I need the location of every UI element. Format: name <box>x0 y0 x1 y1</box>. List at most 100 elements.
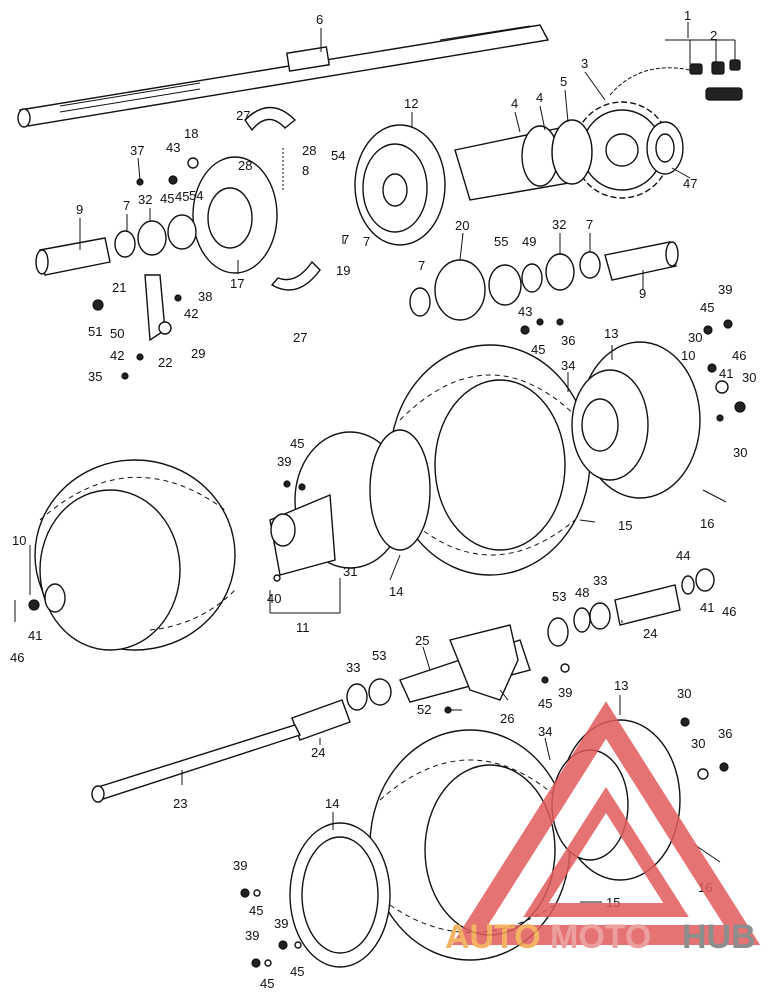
callout-47: 47 <box>683 176 697 191</box>
callout-30d: 30 <box>677 686 691 701</box>
callout-32a: 32 <box>138 192 152 207</box>
callout-6: 6 <box>316 12 323 27</box>
callout-42b: 42 <box>110 348 124 363</box>
callout-23: 23 <box>173 796 187 811</box>
callout-12: 12 <box>404 96 418 111</box>
callout-27a: 27 <box>236 108 250 123</box>
watermark-auto: AUTO <box>445 918 541 956</box>
callout-38: 38 <box>198 289 212 304</box>
callout-2: 2 <box>710 28 717 43</box>
callout-39b: 39 <box>277 454 291 469</box>
hub-sleeve <box>454 119 593 201</box>
callout-32b: 32 <box>552 217 566 232</box>
callout-46b: 46 <box>10 650 24 665</box>
callout-54b: 54 <box>189 188 203 203</box>
callout-9a: 9 <box>76 202 83 217</box>
callout-21: 21 <box>112 280 126 295</box>
drive-chain <box>609 39 743 101</box>
callout-50: 50 <box>110 326 124 341</box>
callout-27b: 27 <box>293 330 307 345</box>
callout-51: 51 <box>88 324 102 339</box>
callout-40: 40 <box>267 591 281 606</box>
callout-41c: 41 <box>700 600 714 615</box>
rear-axle-shaft <box>17 24 550 128</box>
callout-3: 3 <box>581 56 588 71</box>
callout-30b: 30 <box>742 370 756 385</box>
watermark-triangle-icon <box>451 701 761 945</box>
callout-28a: 28 <box>238 158 252 173</box>
callout-39f: 39 <box>245 928 259 943</box>
callout-20: 20 <box>455 218 469 233</box>
callout-46c: 46 <box>722 604 736 619</box>
callout-7c: 7 <box>418 258 425 273</box>
callout-52: 52 <box>417 702 431 717</box>
callout-11: 11 <box>296 620 310 635</box>
brake-arm <box>144 274 172 342</box>
callout-45d: 45 <box>290 436 304 451</box>
sprocket <box>573 101 684 199</box>
callout-14b: 14 <box>325 796 339 811</box>
callout-39c: 39 <box>558 685 572 700</box>
left-wheel <box>14 459 236 651</box>
callout-19: 19 <box>336 263 350 278</box>
callout-45g: 45 <box>290 964 304 979</box>
callout-1: 1 <box>684 8 691 23</box>
callout-44: 44 <box>676 548 690 563</box>
callout-35: 35 <box>88 369 102 384</box>
callout-22: 22 <box>158 355 172 370</box>
callout-54a: 54 <box>331 148 345 163</box>
callout-31: 31 <box>343 564 357 579</box>
lower-right-wheel <box>289 719 721 968</box>
callout-45h: 45 <box>260 976 274 991</box>
callout-39d: 39 <box>233 858 247 873</box>
watermark-logo: AUTO MOTO HUB <box>445 701 761 956</box>
callout-55: 55 <box>494 234 508 249</box>
callout-45a: 45 <box>160 191 174 206</box>
callout-4b: 4 <box>536 90 543 105</box>
callout-15a: 15 <box>618 518 632 533</box>
left-spacer-and-bearings <box>35 214 197 276</box>
callout-42a: 42 <box>184 306 198 321</box>
callout-13a: 13 <box>604 326 618 341</box>
callout-36a: 36 <box>561 333 575 348</box>
brake-shoes <box>244 106 321 291</box>
right-spacer-and-bearings <box>409 241 679 321</box>
callout-28b: 28 <box>302 143 316 158</box>
callout-13b: 13 <box>614 678 628 693</box>
callout-7b: 7 <box>363 234 370 249</box>
callout-26: 26 <box>500 711 514 726</box>
callout-14a: 14 <box>389 584 403 599</box>
callout-24a: 24 <box>643 626 657 641</box>
watermark-hub: HUB <box>682 918 756 956</box>
callout-41b: 41 <box>28 628 42 643</box>
callout-41a: 41 <box>719 366 733 381</box>
bearing-holder <box>291 568 715 741</box>
callout-16a: 16 <box>700 516 714 531</box>
watermark-inner-triangle-icon <box>523 786 689 917</box>
callout-45e: 45 <box>538 696 552 711</box>
callout-46a: 46 <box>732 348 746 363</box>
callout-30a: 30 <box>688 330 702 345</box>
brake-panel <box>192 156 278 274</box>
callout-48: 48 <box>575 585 589 600</box>
callout-39e: 39 <box>274 916 288 931</box>
middle-rim-half <box>269 429 431 576</box>
callout-4a: 4 <box>511 96 518 111</box>
callout-45b: 45 <box>700 300 714 315</box>
callout-30e: 30 <box>691 736 705 751</box>
callout-8: 8 <box>302 163 309 178</box>
brake-drum <box>354 124 446 246</box>
callout-45c: 45 <box>531 342 545 357</box>
callout-7d: 7 <box>586 217 593 232</box>
callout-53b: 53 <box>372 648 386 663</box>
fasteners <box>92 157 746 968</box>
callout-34a: 34 <box>561 358 575 373</box>
callout-7e: 7 <box>342 232 349 247</box>
callout-25: 25 <box>415 633 429 648</box>
callout-37: 37 <box>130 143 144 158</box>
callout-5: 5 <box>560 74 567 89</box>
callout-45i: 45 <box>175 189 189 204</box>
callout-34b: 34 <box>538 724 552 739</box>
callout-36b: 36 <box>718 726 732 741</box>
callout-24b: 24 <box>311 745 325 760</box>
